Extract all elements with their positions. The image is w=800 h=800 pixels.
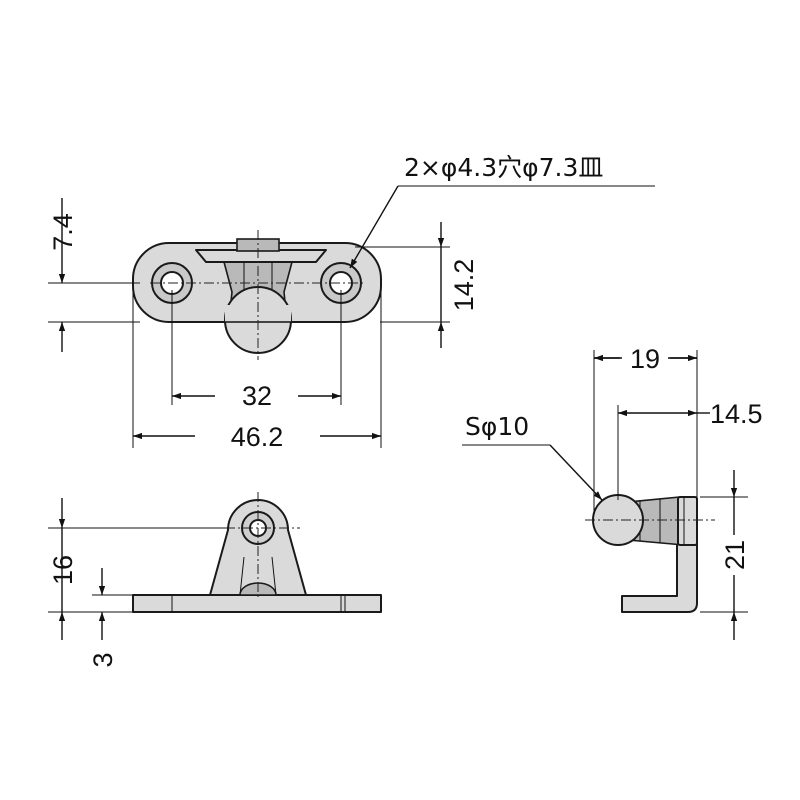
hole-leader-line: [349, 185, 399, 269]
hole-spec-note: 2×φ4.3穴φ7.3皿: [404, 153, 603, 182]
top-view-stud-top: [195, 249, 327, 263]
dim-32-label: 32: [242, 381, 272, 411]
dim-19-label: 19: [630, 344, 660, 374]
sphere-spec-note: Sφ10: [465, 412, 529, 441]
dim-21-label: 21: [720, 540, 750, 570]
front-view-base-plate: [132, 594, 382, 613]
sphere-leader-line: [549, 444, 603, 501]
side-view-stud-cap: [677, 496, 698, 546]
dim-21-label-bg: [720, 535, 748, 575]
dim-19-label-bg: [622, 340, 668, 372]
dim-14-2-label: 14.2: [449, 259, 479, 312]
side-view-l-bracket: [621, 539, 698, 613]
top-view: 7.4 14.2 32 46.2 2×φ4.3穴φ7.3皿: [48, 153, 655, 452]
dim-3-label: 3: [88, 652, 118, 667]
dim-16-label: 16: [48, 555, 78, 585]
ball-mask: [225, 305, 291, 322]
front-view: 16 3: [48, 492, 382, 668]
dim-46-2-label: 46.2: [231, 422, 284, 452]
dim-14-5-label: 14.5: [710, 399, 763, 429]
dim-7-4-label: 7.4: [48, 213, 78, 251]
side-view: 19 14.5 21 Sφ10: [462, 340, 763, 640]
bracket-inner-line: [239, 556, 277, 596]
